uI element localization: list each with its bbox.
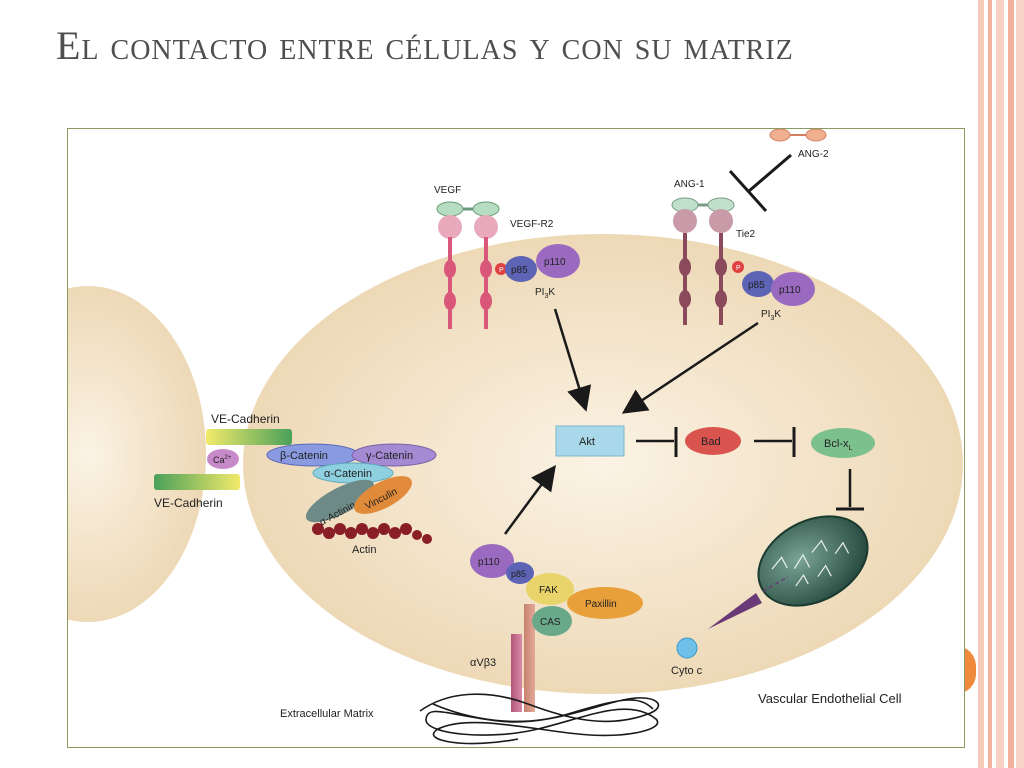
- p85-left: [505, 256, 537, 282]
- integrin-beta-leg: [524, 604, 535, 712]
- neighbor-cell: [68, 286, 206, 622]
- p110-bottom-label: p110: [478, 557, 500, 568]
- phospho-right-label: P: [736, 265, 741, 272]
- cell-type-label: Vascular Endothelial Cell: [758, 691, 902, 706]
- ang2-inhibition-bar: [728, 169, 768, 213]
- ve-cadherin-top: [206, 429, 292, 445]
- vegf-r2-label: VEGF-R2: [510, 219, 554, 230]
- p85-bottom-label: p85: [511, 569, 526, 579]
- cyto-c-molecule: [676, 637, 698, 659]
- tie2-receptor: [671, 197, 744, 325]
- alpha-catenin-label: α-Catenin: [324, 468, 372, 480]
- slide-title: El contacto entre células y con su matri…: [56, 23, 794, 68]
- cyto-c-release-arrow: [708, 593, 762, 629]
- calcium-ion: [207, 449, 239, 469]
- cyto-c-label: Cyto c: [671, 665, 703, 677]
- p110-right-label: p110: [779, 285, 801, 296]
- alpha-actinin: [305, 479, 375, 523]
- paxillin-node: [567, 587, 643, 619]
- p85-right-label: p85: [748, 280, 765, 291]
- ve-cadherin-bottom-label: VE-Cadherin: [154, 496, 223, 510]
- decor-stripe-1: [978, 0, 984, 768]
- calcium-label: Ca2+: [213, 455, 232, 465]
- akt-label: Akt: [579, 436, 595, 448]
- bad-label: Bad: [701, 436, 721, 448]
- ang2-inhibition-line: [748, 153, 792, 193]
- p110-left: [536, 244, 580, 278]
- integrin-label: αVβ3: [470, 657, 496, 669]
- ve-cadherin-bottom: [154, 474, 240, 490]
- p110-left-label: p110: [544, 257, 566, 268]
- bclx-node: [811, 428, 875, 458]
- p110-right: [771, 272, 815, 306]
- decor-stripe-4: [1008, 0, 1014, 768]
- integrin-alpha-leg: [511, 634, 522, 712]
- decor-stripe-3: [996, 0, 1004, 768]
- arrow-tie2-to-akt: [621, 321, 759, 414]
- bclx-label: Bcl-xL: [824, 438, 852, 452]
- fak-label: FAK: [539, 585, 558, 596]
- phospho-left-label: P: [499, 267, 504, 274]
- p85-bottom: [506, 562, 534, 584]
- gamma-catenin-label: γ-Catenin: [366, 450, 413, 462]
- beta-catenin-label: β-Catenin: [280, 450, 328, 462]
- vinculin: [354, 476, 412, 514]
- p85-left-label: p85: [511, 265, 528, 276]
- decor-stripe-2: [988, 0, 992, 768]
- ang1-label: ANG-1: [674, 179, 705, 190]
- signaling-diagram: VEGF VEGF-R2 P p85 p110 PI3K ANG-2 ANG-1…: [68, 129, 963, 745]
- akt-box: [555, 425, 625, 457]
- mitochondrion: [757, 515, 869, 607]
- p110-bottom: [470, 544, 514, 578]
- paxillin-label: Paxillin: [585, 599, 617, 610]
- gamma-catenin: [351, 443, 437, 467]
- cas-label: CAS: [540, 617, 561, 628]
- ve-cadherin-top-label: VE-Cadherin: [211, 412, 280, 426]
- p85-right: [742, 271, 774, 297]
- vegf-receptor: [436, 201, 507, 329]
- arrow-vegf-to-akt: [553, 308, 592, 412]
- actin-filament: [312, 523, 432, 544]
- ang2-label: ANG-2: [798, 149, 829, 160]
- tie2-label: Tie2: [736, 229, 756, 240]
- vegf-label: VEGF: [434, 185, 461, 196]
- ang2-ligand: [769, 129, 827, 142]
- fak-node: [526, 573, 574, 605]
- pi3k-left-label: PI3K: [535, 287, 555, 300]
- signaling-figure: VEGF VEGF-R2 P p85 p110 PI3K ANG-2 ANG-1…: [67, 128, 965, 748]
- extracellular-matrix-fibers: [419, 693, 660, 745]
- extracellular-matrix-label: Extracellular Matrix: [280, 708, 374, 720]
- decor-stripe-5: [1016, 0, 1024, 768]
- cas-node: [532, 606, 572, 636]
- bad-node: [685, 427, 741, 455]
- arrow-fak-to-akt: [503, 464, 556, 535]
- pi3k-right-label: PI3K: [761, 309, 781, 322]
- actin-label: Actin: [352, 544, 376, 556]
